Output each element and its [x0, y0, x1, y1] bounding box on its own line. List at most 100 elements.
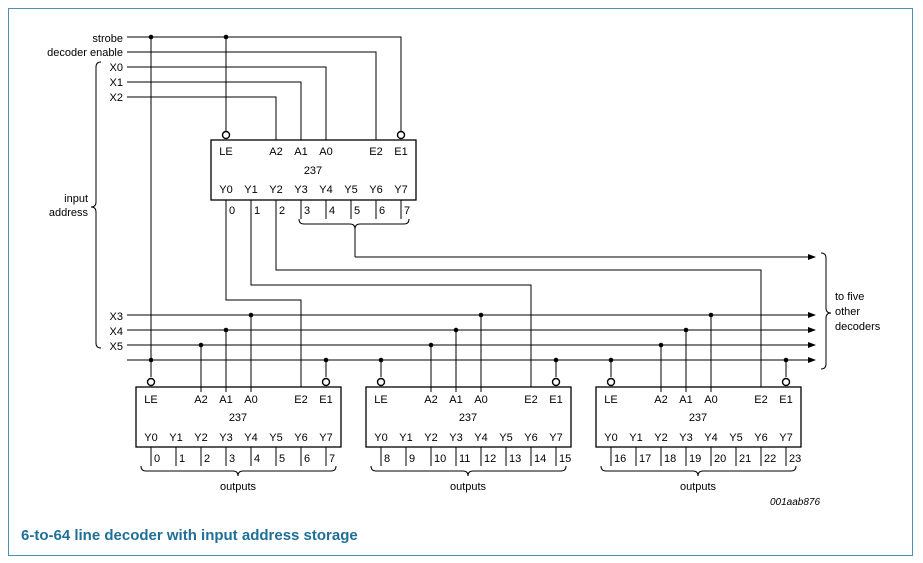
chip-1-outputs-brace: [140, 465, 337, 477]
chip-1-output-label: 2: [204, 453, 210, 465]
chip-2-output-label: 8: [384, 453, 390, 465]
strobe-label: strobe: [92, 33, 123, 45]
chip-1-pin-y7: Y7: [319, 432, 332, 444]
chip-3-pin-y2: Y2: [654, 432, 667, 444]
input-address-label-1: input: [64, 193, 88, 205]
chip-2-pin-y4: Y4: [474, 432, 487, 444]
chip-2-pin-y2: Y2: [424, 432, 437, 444]
chip-1-pin-a0: A0: [244, 394, 257, 406]
chip-3-name: 237: [689, 412, 707, 424]
chip-3-pin-y6: Y6: [754, 432, 767, 444]
chip-1-output-label: 5: [279, 453, 285, 465]
top-chip-output-label: 2: [279, 205, 285, 217]
chip-1-pin-le: LE: [144, 394, 157, 406]
to-other-brace: [820, 252, 832, 370]
chip-2-pin-a2: A2: [424, 394, 437, 406]
top-chip-pin-le: LE: [219, 146, 232, 158]
top-chip-pin-a2: A2: [269, 146, 282, 158]
x3-label: X3: [110, 311, 123, 323]
chip-3-output-label: 20: [714, 453, 726, 465]
top-chip-output-label: 7: [404, 205, 410, 217]
chip-2-output-label: 15: [559, 453, 571, 465]
top-chip-pin-a0: A0: [319, 146, 332, 158]
top-chip-output-label: 4: [329, 205, 335, 217]
chip-2-output-label: 11: [459, 453, 470, 465]
top-chip-pin-e1: E1: [394, 146, 407, 158]
x0-label: X0: [110, 62, 123, 74]
top-chip-pin-y2: Y2: [269, 184, 282, 196]
top-chip-pin-y1: Y1: [244, 184, 257, 196]
chip-2-pin-y0: Y0: [374, 432, 387, 444]
chip-3-output-label: 17: [639, 453, 651, 465]
top-chip-pin-y0: Y0: [219, 184, 232, 196]
chip-2-output-label: 14: [534, 453, 546, 465]
chip-2-pin-y5: Y5: [499, 432, 512, 444]
chip-3-pin-e1: E1: [779, 394, 792, 406]
chip-1-pin-a2: A2: [194, 394, 207, 406]
chip-2-pin-e2: E2: [524, 394, 537, 406]
top-chip-output-label: 3: [304, 205, 310, 217]
top-chip-output-label: 1: [254, 205, 260, 217]
chip-2-pin-a0: A0: [474, 394, 487, 406]
chip-1-pin-y1: Y1: [169, 432, 182, 444]
chip-2-outputs-brace: [370, 465, 567, 477]
chip-2-outputs-label: outputs: [450, 481, 487, 493]
top-chip-output-label: 6: [379, 205, 385, 217]
chip-1-pin-a1: A1: [219, 394, 232, 406]
chip-3-pin-y5: Y5: [729, 432, 742, 444]
chip-3-output-label: 22: [764, 453, 776, 465]
chip-1-name: 237: [229, 412, 247, 424]
input-address-brace: [90, 61, 102, 349]
x1-label: X1: [110, 77, 123, 89]
chip-3-pin-y0: Y0: [604, 432, 617, 444]
x4-label: X4: [110, 326, 123, 338]
top-chip-output-label: 5: [354, 205, 360, 217]
top-chip-pin-y4: Y4: [319, 184, 332, 196]
chip-1-output-label: 1: [179, 453, 185, 465]
input-address-label-2: address: [49, 207, 89, 219]
chip-1-output-label: 0: [154, 453, 160, 465]
chip-1-pin-y3: Y3: [219, 432, 232, 444]
chip-2-pin-y6: Y6: [524, 432, 537, 444]
chip-1-output-label: 6: [304, 453, 310, 465]
figure-reference: 001aab876: [770, 497, 821, 508]
chip-1-output-label: 4: [254, 453, 260, 465]
top-chip-pin-y3: Y3: [294, 184, 307, 196]
chip-1-pin-y6: Y6: [294, 432, 307, 444]
to-other-label-3: decoders: [835, 321, 881, 333]
chip-2-pin-y1: Y1: [399, 432, 412, 444]
top-chip-name: 237: [304, 165, 322, 177]
chip-3-pin-y4: Y4: [704, 432, 717, 444]
top-outputs-brace: [298, 218, 410, 230]
figure-frame: [8, 8, 913, 556]
chip-1-pin-e2: E2: [294, 394, 307, 406]
chip-3-pin-y1: Y1: [629, 432, 642, 444]
chip-1-output-label: 7: [329, 453, 335, 465]
x5-label: X5: [110, 341, 123, 353]
chip-2-output-label: 12: [484, 453, 496, 465]
top-chip-pin-e2: E2: [369, 146, 382, 158]
chip-2-pin-y3: Y3: [449, 432, 462, 444]
chip-3-pin-a1: A1: [679, 394, 692, 406]
chip-3-output-label: 19: [689, 453, 701, 465]
chip-2-pin-e1: E1: [549, 394, 562, 406]
chip-3-output-label: 18: [664, 453, 676, 465]
chip-3-output-label: 21: [739, 453, 751, 465]
chip-1-pin-y2: Y2: [194, 432, 207, 444]
x2-label: X2: [110, 92, 123, 104]
to-other-label-2: other: [835, 306, 860, 318]
chip-3-output-label: 16: [614, 453, 626, 465]
chip-2-pin-a1: A1: [449, 394, 462, 406]
chip-2-pin-y7: Y7: [549, 432, 562, 444]
decoder-enable-label: decoder enable: [47, 47, 123, 59]
chip-2-pin-le: LE: [374, 394, 387, 406]
chip-2-output-label: 10: [434, 453, 446, 465]
chip-3-pin-a0: A0: [704, 394, 717, 406]
chip-3-pin-a2: A2: [654, 394, 667, 406]
top-chip-pin-a1: A1: [294, 146, 307, 158]
chip-3-pin-y3: Y3: [679, 432, 692, 444]
